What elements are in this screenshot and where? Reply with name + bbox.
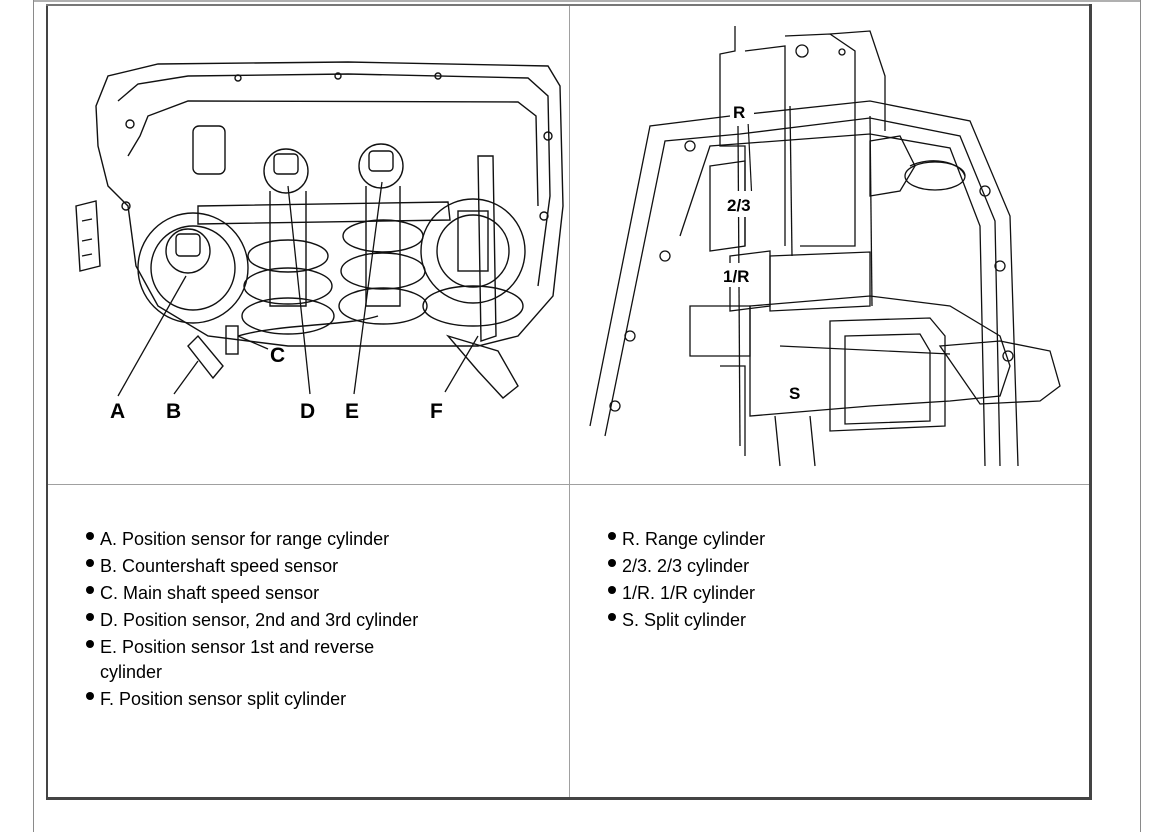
callout-a: A: [110, 400, 125, 423]
right-figure-cell: R 2/3 1/R S: [569, 4, 1092, 485]
callout-f: F: [430, 400, 443, 423]
legend-item: 1/R. 1/R cylinder: [608, 581, 1089, 606]
legend-item: 2/3. 2/3 cylinder: [608, 554, 1089, 579]
callout-b: B: [166, 400, 181, 423]
figure-table: A B C D E F: [46, 4, 1092, 800]
callout-r: R: [733, 103, 745, 122]
callout-1-r: 1/R: [723, 267, 749, 286]
page-top-rule: [33, 0, 1141, 2]
callout-c: C: [270, 344, 285, 367]
right-legend-cell: R. Range cylinder 2/3. 2/3 cylinder 1/R.…: [569, 484, 1092, 800]
left-legend-cell: A. Position sensor for range cylinder B.…: [46, 484, 570, 800]
callout-2-3: 2/3: [727, 196, 751, 215]
legend-item: F. Position sensor split cylinder: [86, 687, 569, 712]
legend-item: R. Range cylinder: [608, 527, 1089, 552]
cylinder-housing-illustration: R 2/3 1/R S: [589, 26, 1061, 467]
legend-item: B. Countershaft speed sensor: [86, 554, 569, 579]
legend-item: E. Position sensor 1st and reverse cylin…: [86, 635, 430, 685]
page-frame: [33, 0, 1141, 832]
legend-item: S. Split cylinder: [608, 608, 1089, 633]
legend-item: A. Position sensor for range cylinder: [86, 527, 569, 552]
right-legend-list: R. Range cylinder 2/3. 2/3 cylinder 1/R.…: [570, 485, 1089, 633]
legend-item: C. Main shaft speed sensor: [86, 581, 569, 606]
left-figure-cell: A B C D E F: [46, 4, 570, 485]
left-legend-list: A. Position sensor for range cylinder B.…: [48, 485, 569, 712]
callout-e: E: [345, 400, 359, 423]
callout-s: S: [789, 384, 800, 403]
gearbox-sensors-illustration: A B C D E F: [75, 61, 564, 423]
legend-item: D. Position sensor, 2nd and 3rd cylinder: [86, 608, 569, 633]
callout-d: D: [300, 400, 315, 423]
